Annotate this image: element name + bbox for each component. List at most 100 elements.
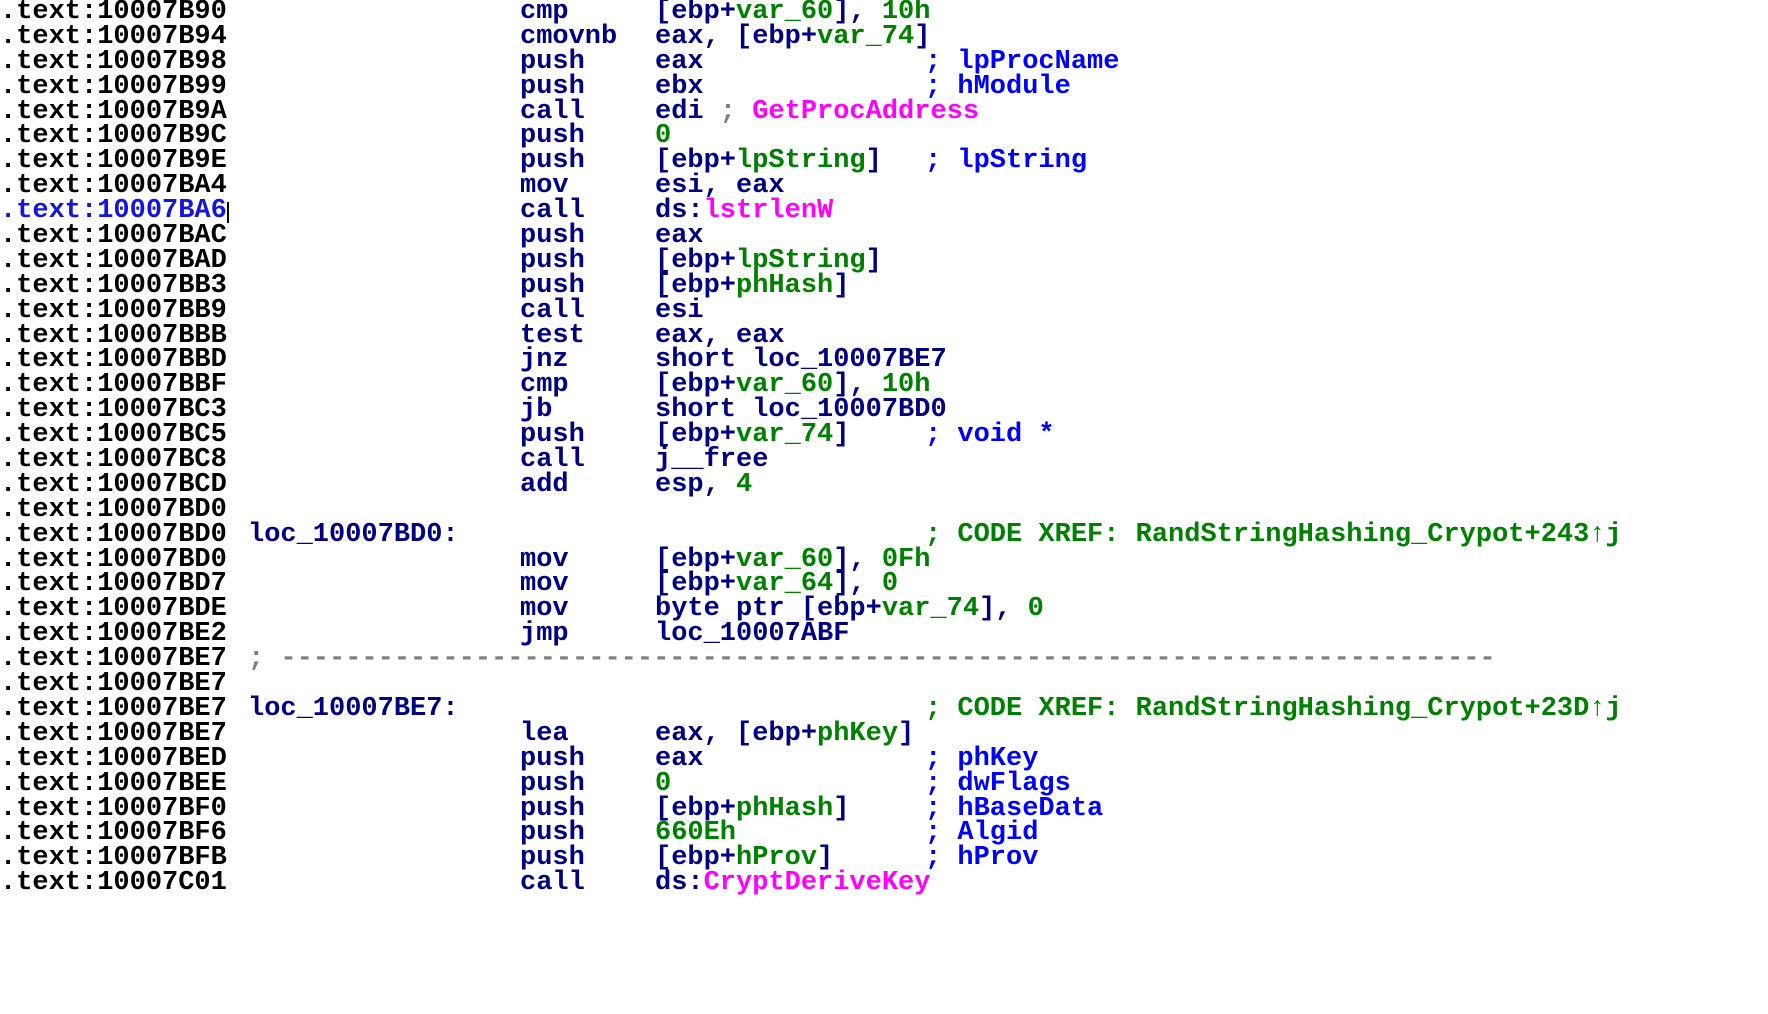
operand-num[interactable]: 10h bbox=[881, 0, 931, 27]
operand-reg[interactable]: ], bbox=[833, 0, 882, 27]
mnemonic[interactable]: call bbox=[520, 96, 585, 127]
listing-line[interactable]: .text:10007BD0 bbox=[0, 494, 1768, 525]
operand-reg[interactable]: ] bbox=[833, 793, 850, 824]
mnemonic[interactable]: push bbox=[520, 270, 585, 301]
operand-reg[interactable]: [ebp+ bbox=[655, 146, 737, 177]
address[interactable]: .text:10007BE7 bbox=[0, 669, 227, 700]
address[interactable]: .text:10007BA4 bbox=[0, 171, 227, 202]
operand-reg[interactable]: esi, eax bbox=[655, 171, 785, 202]
mnemonic[interactable]: push bbox=[520, 793, 585, 824]
operand-reg[interactable]: eax bbox=[655, 743, 704, 774]
operand-num[interactable]: 0 bbox=[655, 768, 672, 799]
operand-reg[interactable]: [ebp+ bbox=[655, 270, 737, 301]
operand-reg[interactable]: ] bbox=[833, 270, 850, 301]
address[interactable]: .text:10007B98 bbox=[0, 46, 227, 77]
operand-num[interactable]: 660Eh bbox=[655, 818, 737, 849]
listing-line[interactable]: .text:10007BDE mov byte ptr [ebp+var_74], … bbox=[0, 594, 1768, 625]
operand-reg[interactable]: [ebp+ bbox=[655, 370, 737, 401]
operand-var[interactable]: var_74 bbox=[817, 21, 915, 52]
mnemonic[interactable]: call bbox=[520, 196, 585, 227]
operand-num[interactable]: 4 bbox=[736, 469, 753, 500]
operand-var[interactable]: var_74 bbox=[736, 420, 834, 451]
operand-var[interactable]: phKey bbox=[817, 718, 899, 749]
mnemonic[interactable]: jb bbox=[520, 395, 553, 426]
operands[interactable]: eax bbox=[655, 46, 704, 77]
operand-var[interactable]: hProv bbox=[736, 843, 818, 874]
operands[interactable]: ds:CryptDeriveKey bbox=[655, 870, 930, 897]
listing-line[interactable]: .text:10007BBD jnz short loc_10007BE7 bbox=[0, 345, 1768, 376]
address[interactable]: .text:10007BC3 bbox=[0, 395, 227, 426]
operands[interactable]: 0 bbox=[655, 768, 672, 799]
address[interactable]: .text:10007BBB bbox=[0, 320, 227, 351]
operands[interactable]: [ebp+var_60], 0Fh bbox=[655, 544, 931, 575]
operands[interactable]: [ebp+phHash] bbox=[655, 270, 850, 301]
address[interactable]: .text:10007BF6 bbox=[0, 818, 227, 849]
operands[interactable]: ebx bbox=[655, 73, 704, 100]
operand-num[interactable]: 0Fh bbox=[881, 544, 931, 575]
operand-var[interactable]: lpString bbox=[736, 245, 866, 276]
operands[interactable]: ds:lstrlenW bbox=[655, 198, 833, 225]
operand-reg[interactable]: ] bbox=[865, 245, 882, 276]
address[interactable]: .text:10007BEE bbox=[0, 768, 227, 799]
operands[interactable]: j__free bbox=[655, 447, 768, 474]
address[interactable]: .text:10007BBD bbox=[0, 345, 227, 376]
address[interactable]: .text:10007B9A bbox=[0, 96, 227, 127]
operand-var[interactable]: var_60 bbox=[736, 370, 834, 401]
address[interactable]: .text:10007B9C bbox=[0, 121, 227, 152]
mnemonic[interactable]: push bbox=[520, 743, 585, 774]
operands[interactable]: eax, [ebp+var_74] bbox=[655, 21, 930, 52]
operands[interactable]: [ebp+var_60], 10h bbox=[655, 370, 930, 401]
address[interactable]: .text:10007C01 bbox=[0, 868, 227, 899]
code-label[interactable]: loc_10007BE7: bbox=[248, 693, 459, 724]
mnemonic[interactable]: test bbox=[520, 320, 585, 351]
mnemonic[interactable]: jnz bbox=[520, 345, 569, 376]
operand-reg[interactable]: eax bbox=[655, 46, 704, 77]
operand-num[interactable]: 0 bbox=[1027, 594, 1044, 625]
operands[interactable]: loc_10007ABF bbox=[655, 621, 849, 648]
address[interactable]: .text:10007BED bbox=[0, 743, 227, 774]
operands[interactable]: short loc_10007BE7 bbox=[655, 347, 947, 374]
address[interactable]: .text:10007BAD bbox=[0, 245, 227, 276]
address[interactable]: .text:10007BE2 bbox=[0, 619, 227, 650]
mnemonic[interactable]: mov bbox=[520, 569, 569, 600]
listing-line[interactable]: .text:10007BE7 bbox=[0, 669, 1768, 700]
operand-var[interactable]: var_64 bbox=[736, 569, 834, 600]
mnemonic[interactable]: call bbox=[520, 295, 585, 326]
operands[interactable]: [ebp+var_74] bbox=[655, 420, 849, 451]
operand-reg[interactable]: esi bbox=[655, 295, 704, 326]
operands[interactable]: 0 bbox=[655, 123, 671, 150]
operands[interactable]: [ebp+var_60], 10h bbox=[655, 0, 931, 27]
operand-api[interactable]: GetProcAddress bbox=[752, 96, 980, 127]
address[interactable]: .text:10007BDE bbox=[0, 594, 227, 625]
address[interactable]: .text:10007BD0 bbox=[0, 544, 227, 575]
address[interactable]: .text:10007BD0 bbox=[0, 519, 227, 550]
operands[interactable]: byte ptr [ebp+var_74], 0 bbox=[655, 594, 1044, 625]
operands[interactable]: [ebp+hProv] bbox=[655, 843, 833, 874]
operands[interactable]: eax bbox=[655, 743, 704, 774]
address[interactable]: .text:10007BD0 bbox=[0, 494, 227, 525]
operand-reg[interactable]: esp, bbox=[655, 469, 737, 500]
operand-reg[interactable]: [ebp+ bbox=[655, 0, 737, 27]
operand-reg[interactable]: [ebp+ bbox=[655, 569, 737, 600]
mnemonic[interactable]: mov bbox=[520, 594, 569, 625]
mnemonic[interactable]: call bbox=[520, 445, 585, 476]
code-label[interactable]: loc_10007BD0: bbox=[248, 519, 459, 550]
operand-reg[interactable]: ], bbox=[833, 544, 882, 575]
